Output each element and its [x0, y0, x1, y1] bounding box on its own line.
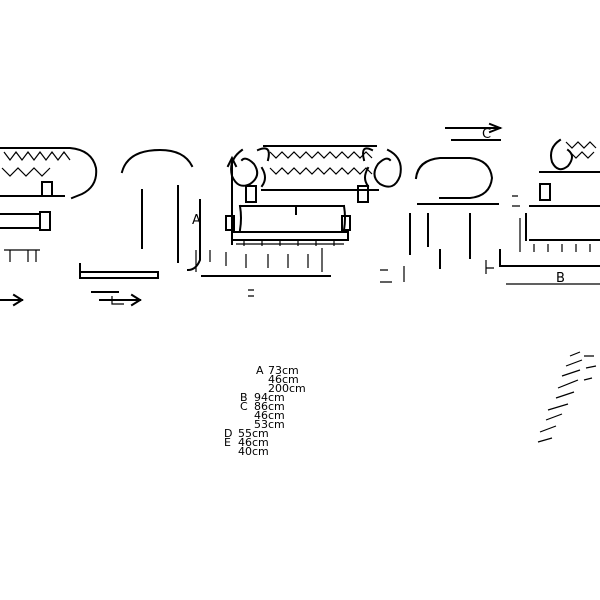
dimension-row: 200cm [268, 382, 306, 395]
sofa-front-view [195, 145, 402, 297]
dimension-row: 40cm [238, 445, 269, 458]
sofa-side-view-2 [380, 122, 503, 283]
dimension-row: E 46cm [224, 436, 269, 449]
dimension-value: 53cm [254, 418, 285, 431]
dimension-value: 73cm [268, 364, 299, 377]
dimension-letter: E [224, 436, 231, 449]
dimension-value: 46cm [238, 436, 269, 449]
dimension-list: A 73cm 46cm 200cm B 94cm C 86cm 46cm 53c… [224, 364, 306, 458]
dimension-letter: C [240, 400, 248, 413]
dimension-row: B 94cm [240, 391, 285, 404]
sofa-right-partial [485, 138, 600, 285]
dimension-value: 94cm [254, 391, 285, 404]
dimension-value: 40cm [238, 445, 269, 458]
dimension-letter: D [224, 427, 232, 440]
dimension-letter: B [240, 391, 248, 404]
dimension-value: 200cm [268, 382, 306, 395]
dimension-value: 46cm [254, 409, 285, 422]
dimension-value: 46cm [268, 373, 299, 386]
dimension-row: 46cm [268, 373, 299, 386]
dimension-row: A 73cm [256, 364, 299, 377]
dimension-value: 86cm [254, 400, 285, 413]
sofa-side-view [79, 148, 201, 307]
dimension-row: 53cm [254, 418, 285, 431]
dimension-letter: A [256, 364, 264, 377]
dimension-row: 46cm [254, 409, 285, 422]
label-c: C [482, 127, 491, 142]
sofa-left-partial [0, 147, 98, 307]
dimension-row: D 55cm [224, 427, 269, 440]
dimension-value: 55cm [238, 427, 269, 440]
scribble-marks [537, 351, 597, 443]
dimension-row: C 86cm [240, 400, 285, 413]
label-a: A [192, 213, 201, 228]
label-b: B [556, 271, 565, 286]
